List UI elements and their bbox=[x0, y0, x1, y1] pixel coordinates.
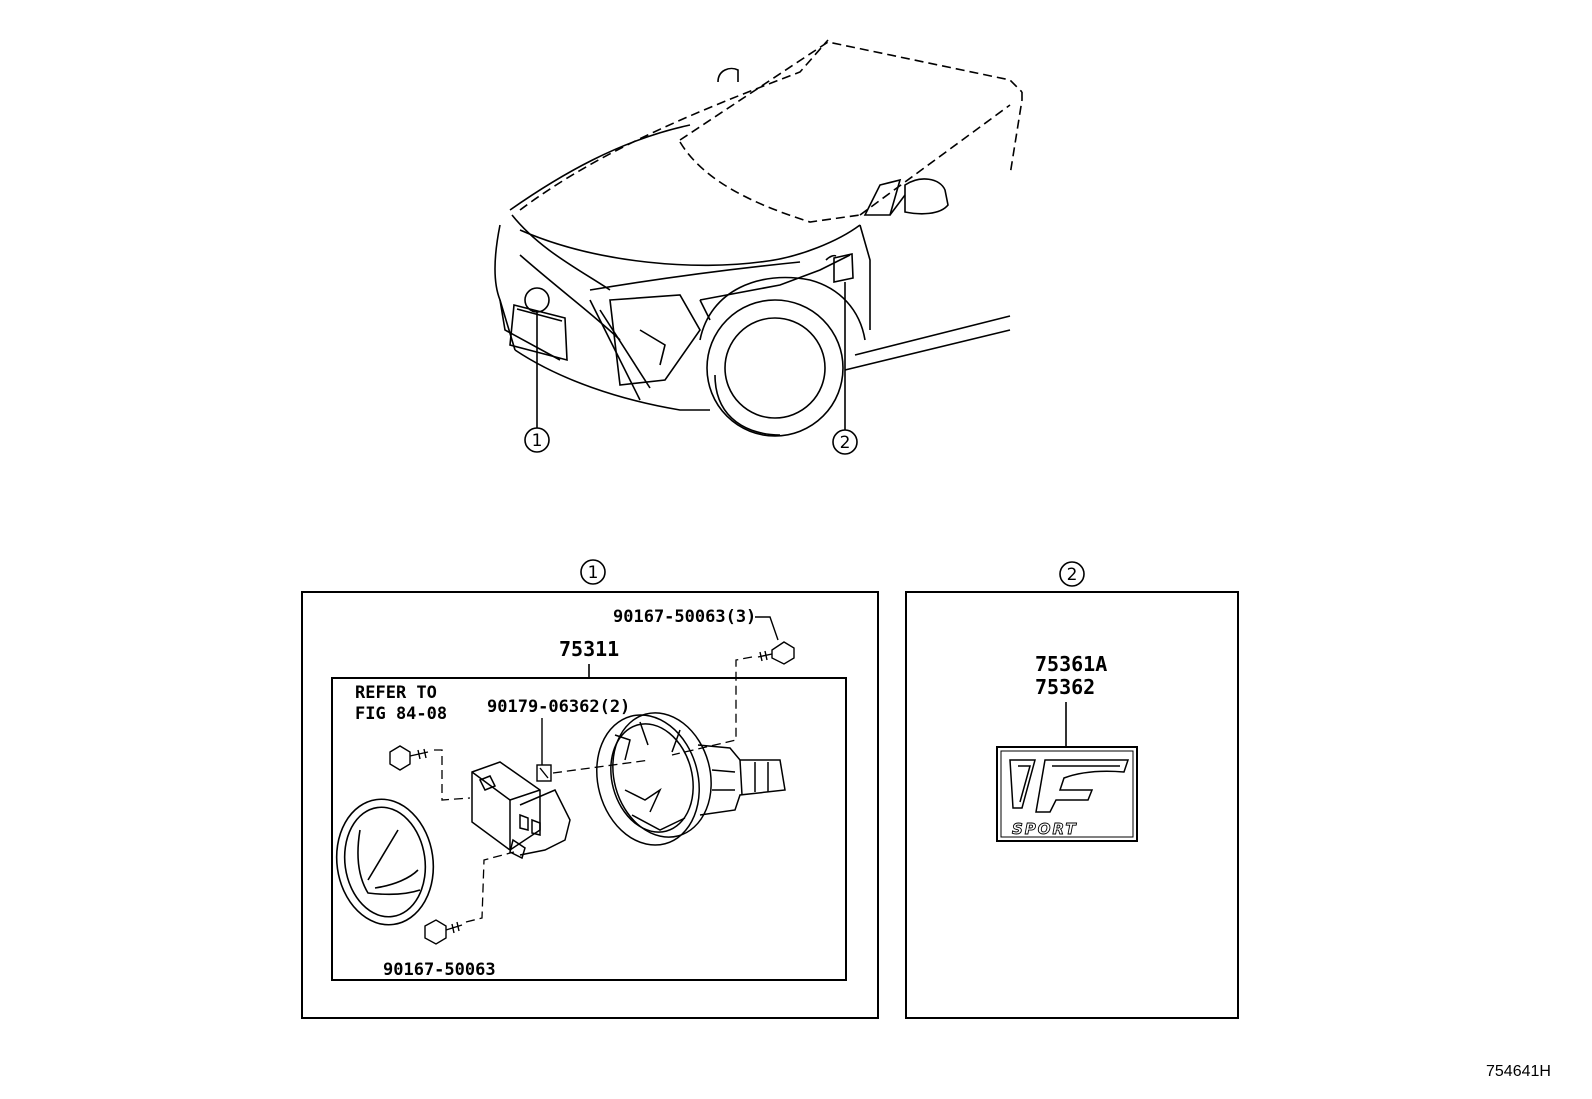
svg-text:2: 2 bbox=[1067, 565, 1078, 585]
part-number-bolt-bottom: 90167-50063 bbox=[383, 960, 496, 980]
figure-id: 754641H bbox=[1486, 1063, 1551, 1080]
front-emblem-illustration bbox=[335, 798, 435, 926]
nut-icon bbox=[536, 764, 552, 782]
part-number-bolt-top: 90167-50063(3) bbox=[613, 607, 756, 627]
svg-text:2: 2 bbox=[840, 433, 851, 453]
refer-to-label: REFER TO bbox=[355, 683, 437, 703]
panel-1-frame bbox=[301, 591, 879, 1019]
dashed-line-bottom bbox=[465, 851, 515, 923]
svg-text:1: 1 bbox=[588, 563, 599, 583]
part-number-nut: 90179-06362(2) bbox=[487, 697, 630, 717]
panel-2-frame bbox=[905, 591, 1239, 1019]
dashed-line-nut bbox=[552, 759, 651, 774]
sport-emblem-text: SPORT bbox=[1012, 820, 1078, 838]
panel-2-callout: 2 bbox=[1059, 561, 1085, 587]
dashed-line-left bbox=[434, 749, 471, 801]
svg-text:1: 1 bbox=[532, 431, 543, 451]
emblem-housing-illustration bbox=[596, 712, 786, 846]
panel-1-callout: 1 bbox=[580, 559, 606, 585]
refer-fig-label: FIG 84-08 bbox=[355, 704, 447, 724]
callout-1-car: 1 bbox=[524, 427, 550, 453]
car-overview-illustration bbox=[494, 39, 1023, 437]
part-number-75361A: 75361A bbox=[1035, 652, 1107, 676]
part-number-75362: 75362 bbox=[1035, 675, 1095, 699]
fsport-badge-illustration: SPORT bbox=[996, 746, 1138, 842]
bolt-icon-top bbox=[757, 641, 795, 665]
callout-2-car: 2 bbox=[832, 429, 858, 455]
leader-bolt-top bbox=[755, 616, 779, 641]
bolt-icon-bottom bbox=[424, 919, 463, 945]
bolt-icon-left bbox=[389, 745, 429, 771]
sensor-module-illustration bbox=[471, 761, 571, 860]
dashed-line-top bbox=[671, 656, 753, 756]
part-number-75311: 75311 bbox=[559, 637, 619, 661]
